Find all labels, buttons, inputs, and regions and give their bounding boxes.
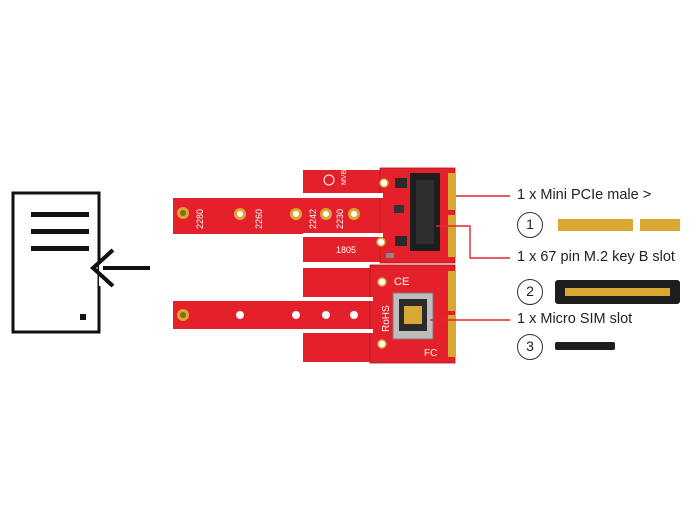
item-number-3: 3 <box>517 334 543 360</box>
top-adapter-board: 2280 2260 2242 2230 1805 MVB <box>173 167 456 264</box>
lot-number: 1805 <box>336 245 356 255</box>
callout-line-m2-slot <box>436 225 510 259</box>
item-number-2: 2 <box>517 279 543 305</box>
micro-sim-detail <box>555 342 615 350</box>
ce-mark: CE <box>394 276 409 288</box>
mini-pcie-fingers-detail <box>558 219 680 231</box>
length-mark-2260: 2260 <box>254 209 264 229</box>
item-number-1: 1 <box>517 212 543 238</box>
callout-micro-sim: 1 x Micro SIM slot <box>517 311 633 327</box>
callout-m2-slot: 1 x 67 pin M.2 key B slot <box>517 249 675 265</box>
silkscreen-mark: MVB <box>341 170 348 186</box>
callout-mini-pcie: 1 x Mini PCIe male > <box>517 187 652 203</box>
fc-mark: FC <box>424 348 437 359</box>
bottom-adapter-board: RoHS CE FC <box>173 264 456 364</box>
length-mark-2242: 2242 <box>308 209 318 229</box>
document-with-arrow-icon <box>11 191 150 334</box>
m2-connector-detail <box>555 280 680 304</box>
length-mark-2230: 2230 <box>335 209 345 229</box>
rohs-mark: RoHS <box>381 305 392 332</box>
length-mark-2280: 2280 <box>195 209 205 229</box>
